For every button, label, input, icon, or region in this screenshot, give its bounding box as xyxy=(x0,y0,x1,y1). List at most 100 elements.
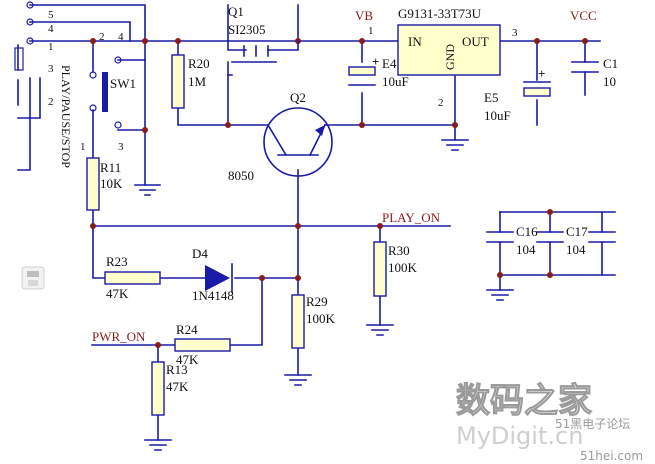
junction-dot xyxy=(295,275,301,281)
electrolytic-e5-icon xyxy=(523,87,551,97)
resistor-r24-icon xyxy=(174,338,231,352)
e4-value: 10uF xyxy=(382,74,409,89)
switch-contact-icon xyxy=(114,121,122,129)
resistor-r30-icon xyxy=(373,241,387,297)
sw1-pin: 3 xyxy=(118,141,124,153)
mosfet-gate-lead-icon xyxy=(227,61,277,76)
r23-ref: R23 xyxy=(106,254,128,269)
u1-pin-num: 1 xyxy=(368,25,374,37)
q1-ref: Q1 xyxy=(228,4,244,19)
r11-value: 10K xyxy=(100,176,123,191)
c1-ref: C1 xyxy=(603,56,618,71)
resistor-r23-icon xyxy=(104,271,161,285)
resistors xyxy=(86,54,387,416)
c17-ref: C17 xyxy=(566,224,588,239)
wires xyxy=(17,4,616,441)
transistor-circle-icon xyxy=(263,107,333,177)
u1-pin-num: 2 xyxy=(438,97,444,109)
r24-ref: R24 xyxy=(176,322,198,337)
ground-icon xyxy=(134,184,161,196)
r30-value: 100K xyxy=(388,260,418,275)
junction-dot xyxy=(295,223,301,229)
d4-ref: D4 xyxy=(192,246,208,261)
connector-pin-icon xyxy=(26,18,34,26)
connector-pin-icon xyxy=(26,1,34,9)
wire-r11-down xyxy=(92,209,106,279)
junction-dot xyxy=(259,275,265,281)
ground-symbols xyxy=(134,139,514,451)
junction-dot xyxy=(582,38,588,44)
wire-d4-r24 xyxy=(229,277,263,346)
watermark-site: 51hei.com xyxy=(580,449,643,463)
wire-q1-sd xyxy=(227,4,299,42)
r29-value: 100K xyxy=(306,311,336,326)
connector-pin-label: 3 xyxy=(48,63,54,75)
e5-ref: E5 xyxy=(484,90,498,105)
connector-pin-label: 1 xyxy=(48,41,54,53)
r11-ref: R11 xyxy=(100,160,121,175)
r29-ref: R29 xyxy=(306,294,328,309)
ground-icon xyxy=(284,374,312,386)
save-icon[interactable] xyxy=(21,266,45,290)
junction-dot xyxy=(225,122,231,128)
junction-dot xyxy=(497,272,503,278)
r13-value: 47K xyxy=(166,379,189,394)
sw1-pin: 1 xyxy=(80,141,86,153)
u1-value: G9131-33T73U xyxy=(398,6,482,21)
wire-conn-5 xyxy=(29,4,146,42)
d4-value: 1N4148 xyxy=(192,288,234,303)
component-labels: Q1 SI2305 G9131-33T73U R20 1M Q2 8050 E4… xyxy=(100,4,618,394)
net-vcc: VCC xyxy=(570,8,597,23)
e5-value: 10uF xyxy=(484,108,511,123)
junctions xyxy=(90,38,588,348)
junction-dot xyxy=(547,272,553,278)
mosfet-q1 xyxy=(227,40,299,76)
r30-ref: R30 xyxy=(388,243,410,258)
junction-dot xyxy=(547,209,553,215)
sw1-caption: PLAY/PAUSE/STOP xyxy=(59,65,73,168)
connector-pin-label: 5 xyxy=(48,9,54,21)
ground-icon xyxy=(441,139,469,151)
transistor-arrow-icon xyxy=(315,125,325,136)
r23-value: 47K xyxy=(106,286,129,301)
capacitor-c1-icon xyxy=(571,61,599,73)
resistor-r13-icon xyxy=(151,361,165,416)
net-labels: VB VCC PLAY_ON PWR_ON xyxy=(92,8,597,344)
watermark-en: MyDigit.cn xyxy=(456,422,583,450)
wire-q2-collector-gnd xyxy=(324,124,456,141)
polarity-plus-icon: + xyxy=(372,54,379,69)
wire-c-bus xyxy=(499,211,616,276)
wire-conn-2 xyxy=(17,77,31,171)
capacitors: + + xyxy=(348,54,616,243)
junction-dot xyxy=(359,122,365,128)
capacitor-c17-icon xyxy=(536,231,564,243)
mosfet-gate-icon xyxy=(243,45,269,57)
ground-icon xyxy=(366,324,394,336)
junction-dot xyxy=(155,342,161,348)
switch-contact-icon xyxy=(114,56,122,64)
net-play-on: PLAY_ON xyxy=(382,210,441,225)
u1-pin-num: 3 xyxy=(512,27,518,39)
capacitor-c16-icon xyxy=(486,231,514,243)
q2-ref: Q2 xyxy=(290,90,306,105)
junction-dot xyxy=(90,38,96,44)
electrolytic-e4-icon xyxy=(348,66,376,76)
net-pwr-on: PWR_ON xyxy=(92,329,146,344)
switch-contact-icon xyxy=(89,104,97,112)
wire-conn-4 xyxy=(29,21,131,42)
diode-icon xyxy=(205,265,230,291)
ground-icon xyxy=(144,439,172,451)
c1-value: 10 xyxy=(603,74,616,89)
resistor-r20-icon xyxy=(171,54,185,109)
connector-pin-label: 4 xyxy=(48,23,54,35)
junction-dot xyxy=(452,122,458,128)
u1-pin-out: OUT xyxy=(462,34,489,49)
watermark-cn: 数码之家 xyxy=(456,381,592,421)
regulator-u1: IN OUT GND 1 3 2 xyxy=(368,24,518,109)
switch-plunger-icon xyxy=(102,72,108,112)
junction-dot xyxy=(142,127,148,133)
connector-pin-icon xyxy=(26,37,34,45)
c17-value: 104 xyxy=(566,242,586,257)
